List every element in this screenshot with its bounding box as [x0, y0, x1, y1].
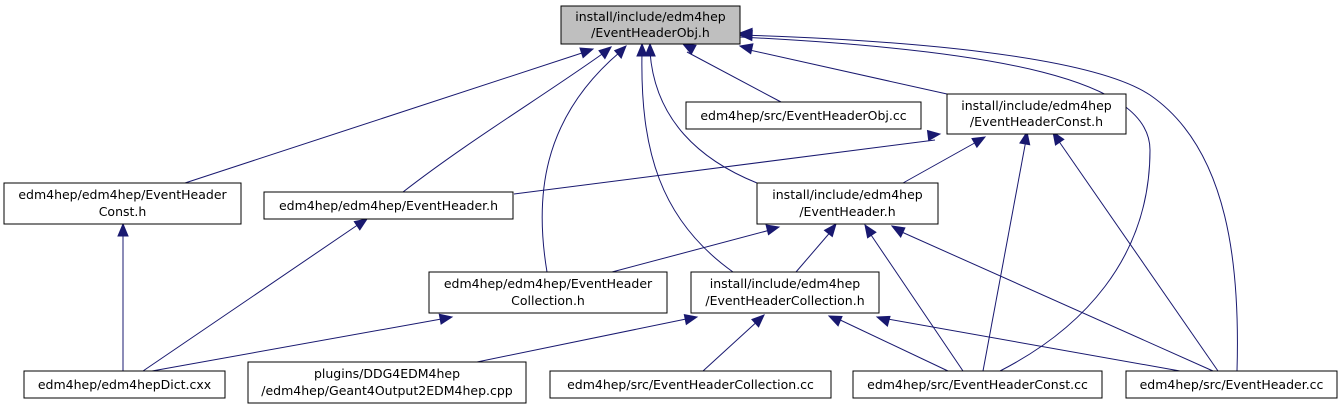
edge-instcoll-to-root: [641, 51, 734, 273]
node-event-header-const-cc[interactable]: edm4hep/src/EventHeaderConst.cc: [852, 370, 1103, 399]
arrowhead-instconst-from-headercc: [1052, 130, 1065, 146]
arrowheads: [117, 27, 1065, 328]
node-label-line: edm4hep/edm4hepDict.cxx: [38, 377, 211, 392]
node-label-line: install/include/edm4hep: [710, 276, 860, 291]
node-label-line: Const.h: [99, 204, 147, 219]
arrowhead-edheader-from-dict: [353, 218, 369, 231]
edge-edcoll-to-root: [541, 51, 621, 273]
node-label-line: /EventHeaderCollection.h: [705, 293, 864, 308]
node-install-event-header-const-h[interactable]: install/include/edm4hep /EventHeaderCons…: [946, 93, 1127, 135]
arrowhead-instheader-from-headercc: [890, 225, 906, 238]
node-edm4hep-event-header-h[interactable]: edm4hep/edm4hep/EventHeader.h: [263, 191, 514, 220]
node-label-line: edm4hep/src/EventHeaderConst.cc: [867, 377, 1088, 392]
edge-headercc-to-instconst: [1057, 139, 1219, 372]
edge-objcc-to-root: [686, 51, 782, 103]
edge-headercc-to-instcoll: [881, 317, 1181, 372]
node-label-line: install/include/edm4hep: [575, 9, 725, 24]
edge-headercc-to-root: [739, 34, 1238, 372]
arrowhead-instconst-from-instheader: [971, 136, 987, 149]
node-label-line: /EventHeaderObj.h: [591, 25, 710, 40]
edge-edheader-to-instconst: [513, 139, 936, 195]
node-edm4hep-event-header-collection-h[interactable]: edm4hep/edm4hep/EventHeader Collection.h: [428, 271, 668, 314]
edge-instheader-to-instconst: [902, 139, 981, 184]
edge-dict-to-edheader: [142, 221, 363, 372]
node-label-line: install/include/edm4hep: [961, 98, 1111, 113]
edges: [122, 34, 1238, 372]
edge-dict-to-edcoll: [151, 317, 448, 372]
arrowhead-root-from-headercc: [738, 27, 753, 40]
edge-edheader-to-root: [402, 51, 606, 193]
node-event-header-obj-cc[interactable]: edm4hep/src/EventHeaderObj.cc: [685, 101, 922, 130]
node-label-line: edm4hep/edm4hep/EventHeader: [18, 187, 227, 202]
arrowhead-instcoll-from-geant: [683, 313, 699, 326]
node-label-line: edm4hep/src/EventHeaderObj.cc: [700, 108, 906, 123]
arrowhead-root-from-instheader: [644, 42, 656, 57]
arrowhead-root-from-instconst: [738, 43, 754, 55]
edge-headercc-to-instheader: [894, 228, 1214, 372]
node-label-line: /edm4hep/Geant4Output2EDM4hep.cpp: [261, 383, 512, 398]
arrowhead-root-from-instcoll: [636, 42, 648, 57]
arrowhead-root-from-edconst: [579, 47, 595, 59]
node-edm4hep-event-header-const-h[interactable]: edm4hep/edm4hep/EventHeader Const.h: [3, 182, 242, 225]
edge-instcoll-to-instheader: [795, 228, 834, 273]
node-label-line: install/include/edm4hep: [772, 187, 922, 202]
node-label-line: edm4hep/src/EventHeaderCollection.cc: [567, 377, 814, 392]
node-label-line: /EventHeader.h: [799, 204, 895, 219]
arrowhead-instconst-from-constcc: [1019, 130, 1031, 146]
arrowhead-root-from-objcc: [681, 43, 697, 55]
node-edm4hep-dict-cxx[interactable]: edm4hep/edm4hepDict.cxx: [23, 370, 226, 399]
node-label-line: edm4hep/edm4hep/EventHeader.h: [279, 198, 498, 213]
arrowhead-root-from-edcoll: [613, 45, 627, 60]
node-label-line: edm4hep/src/EventHeader.cc: [1140, 377, 1324, 392]
arrowhead-instheader-from-instcoll: [823, 222, 837, 238]
edge-constcc-to-instconst: [982, 139, 1027, 372]
edge-collcc-to-instcoll: [702, 317, 762, 372]
edge-edconst-to-root: [184, 51, 586, 184]
node-label-line: /EventHeaderConst.h: [970, 114, 1103, 129]
arrowhead-instcoll-from-constcc: [827, 315, 843, 327]
node-label-line: plugins/DDG4EDM4hep: [314, 366, 460, 381]
arrowhead-instheader-from-constcc: [864, 223, 877, 239]
arrowhead-instcoll-from-headercc: [875, 315, 891, 328]
node-event-header-cc[interactable]: edm4hep/src/EventHeader.cc: [1125, 370, 1338, 399]
arrowhead-root-from-edheader: [598, 46, 612, 60]
node-label-line: Collection.h: [511, 293, 585, 308]
node-label-line: edm4hep/edm4hep/EventHeader: [444, 276, 653, 291]
arrowhead-instcoll-from-collcc: [751, 314, 765, 328]
arrowhead-edcoll-from-dict: [438, 313, 454, 325]
edge-edcoll-to-instheader: [611, 228, 775, 273]
arrowhead-edconst-from-dict: [117, 222, 129, 237]
node-install-event-header-h[interactable]: install/include/edm4hep /EventHeader.h: [756, 182, 939, 225]
edge-instconst-to-root: [744, 48, 948, 95]
node-event-header-collection-cc[interactable]: edm4hep/src/EventHeaderCollection.cc: [549, 370, 832, 399]
edge-instheader-to-root: [649, 51, 758, 184]
node-event-header-obj-h[interactable]: install/include/edm4hep /EventHeaderObj.…: [560, 5, 741, 45]
arrowhead-instheader-from-edcoll: [765, 224, 781, 236]
edge-constcc-to-instcoll: [835, 317, 949, 372]
edge-constcc-to-instheader: [866, 228, 964, 372]
node-geant4-output-2-edm4hep-cpp[interactable]: plugins/DDG4EDM4hep /edm4hep/Geant4Outpu…: [247, 361, 527, 404]
node-install-event-header-collection-h[interactable]: install/include/edm4hep /EventHeaderColl…: [690, 271, 880, 314]
edge-geant-to-instcoll: [476, 317, 692, 363]
arrowhead-instconst-from-edheader: [926, 129, 942, 142]
edge-constcc-to-root: [739, 36, 1151, 372]
